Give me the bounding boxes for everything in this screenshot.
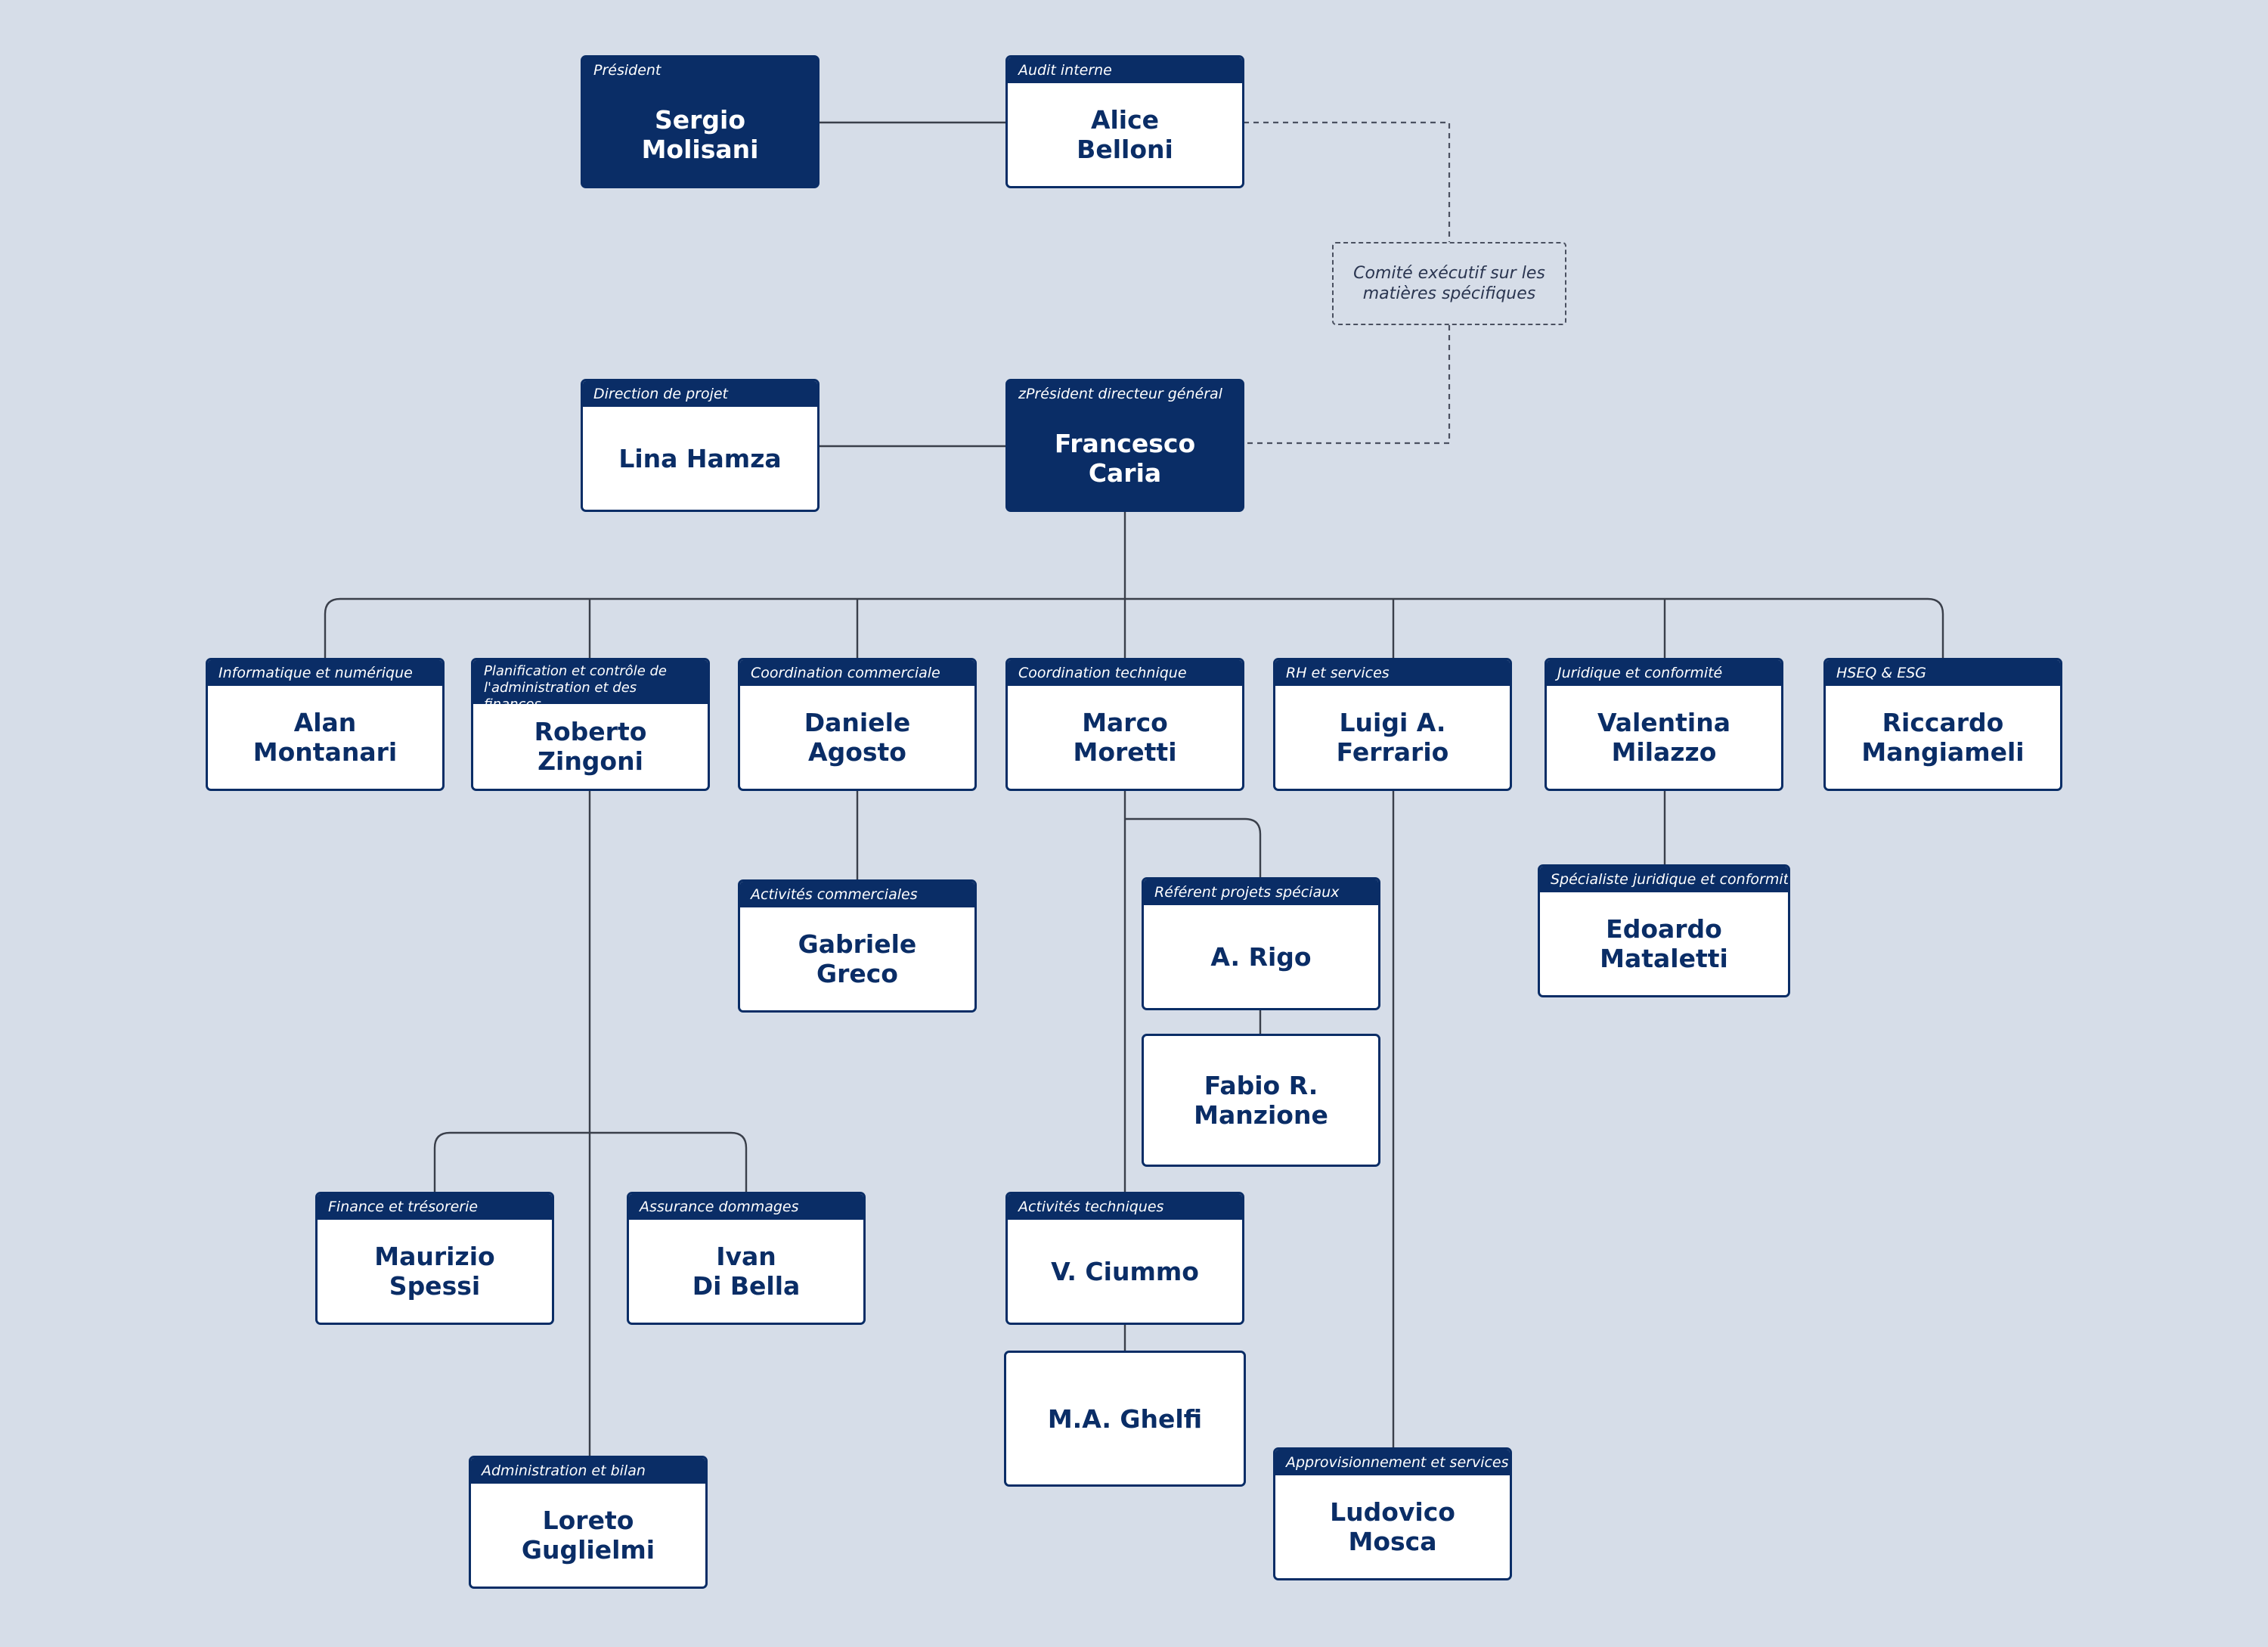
person-name: Roberto Zingoni	[534, 717, 647, 776]
card-coordination-commerciale[interactable]: Coordination commerciale Daniele Agosto	[738, 658, 977, 791]
role-label: HSEQ & ESG	[1826, 660, 2060, 686]
role-label: Planification et contrôle de l'administr…	[473, 660, 708, 712]
card-rh-services[interactable]: RH et services Luigi A. Ferrario	[1273, 658, 1512, 791]
person-name: Maurizio Spessi	[374, 1242, 495, 1301]
person-name: Fabio R. Manzione	[1194, 1071, 1328, 1130]
role-label: Informatique et numérique	[208, 660, 442, 686]
committee-ceo-link	[1244, 325, 1451, 445]
person-name: Luigi A. Ferrario	[1336, 708, 1449, 767]
card-audit-interne[interactable]: Audit interne Alice Belloni	[1005, 55, 1244, 188]
role-label: Référent projets spéciaux	[1144, 879, 1378, 905]
card-coordination-technique[interactable]: Coordination technique Marco Moretti	[1005, 658, 1244, 791]
person-name: Lina Hamza	[618, 443, 782, 473]
role-label: Activités techniques	[1008, 1194, 1242, 1220]
role-label: Finance et trésorerie	[318, 1194, 552, 1220]
role-label: Audit interne	[1008, 57, 1242, 83]
card-specialiste-juridique[interactable]: Spécialiste juridique et conformité Edoa…	[1538, 864, 1790, 997]
card-activites-commerciales[interactable]: Activités commerciales Gabriele Greco	[738, 879, 977, 1013]
card-ceo[interactable]: zPrésident directeur général Francesco C…	[1005, 379, 1244, 512]
role-label: Assurance dommages	[629, 1194, 863, 1220]
card-hseq-esg[interactable]: HSEQ & ESG Riccardo Mangiameli	[1823, 658, 2062, 791]
role-label: Direction de projet	[583, 381, 817, 407]
person-name: Valentina Milazzo	[1597, 708, 1731, 767]
card-approvisionnement[interactable]: Approvisionnement et services Ludovico M…	[1273, 1447, 1512, 1580]
role-label: Juridique et conformité	[1547, 660, 1781, 686]
role-label: zPrésident directeur général	[1008, 381, 1242, 407]
person-name: Alan Montanari	[253, 708, 398, 767]
card-juridique[interactable]: Juridique et conformité Valentina Milazz…	[1545, 658, 1783, 791]
card-projets-speciaux[interactable]: Référent projets spéciaux A. Rigo	[1142, 877, 1380, 1010]
person-name: Francesco Caria	[1054, 429, 1196, 488]
role-label: Activités commerciales	[740, 882, 974, 907]
role-label: Président	[583, 57, 817, 83]
card-finance-tresorerie[interactable]: Finance et trésorerie Maurizio Spessi	[315, 1192, 554, 1325]
role-label: Administration et bilan	[471, 1458, 705, 1484]
audit-committee-link	[1244, 121, 1451, 242]
card-manzione[interactable]: Fabio R. Manzione	[1142, 1034, 1380, 1167]
role-label: Coordination technique	[1008, 660, 1242, 686]
card-activites-techniques[interactable]: Activités techniques V. Ciummo	[1005, 1192, 1244, 1325]
person-name: Sergio Molisani	[641, 105, 759, 164]
projets-speciaux-link	[1125, 817, 1262, 879]
finance-bus	[433, 1131, 748, 1193]
person-name: M.A. Ghelfi	[1047, 1404, 1203, 1434]
level1-bus	[324, 597, 1944, 659]
role-label: RH et services	[1275, 660, 1510, 686]
card-informatique[interactable]: Informatique et numérique Alan Montanari	[206, 658, 445, 791]
person-name: Riccardo Mangiameli	[1861, 708, 2025, 767]
person-name: Marco Moretti	[1073, 708, 1177, 767]
card-ghelfi[interactable]: M.A. Ghelfi	[1004, 1351, 1246, 1487]
executive-committee-box: Comité exécutif sur les matières spécifi…	[1332, 242, 1566, 325]
card-administration-bilan[interactable]: Administration et bilan Loreto Guglielmi	[469, 1456, 708, 1589]
card-assurance-dommages[interactable]: Assurance dommages Ivan Di Bella	[627, 1192, 866, 1325]
role-label: Spécialiste juridique et conformité	[1540, 867, 1788, 892]
card-direction-projet[interactable]: Direction de projet Lina Hamza	[581, 379, 820, 512]
person-name: Alice Belloni	[1077, 105, 1173, 164]
card-president[interactable]: Président Sergio Molisani	[581, 55, 820, 188]
card-planification[interactable]: Planification et contrôle de l'administr…	[471, 658, 710, 791]
person-name: A. Rigo	[1210, 941, 1312, 972]
role-label: Coordination commerciale	[740, 660, 974, 686]
person-name: Ludovico Mosca	[1330, 1497, 1455, 1556]
person-name: Loreto Guglielmi	[521, 1506, 655, 1565]
person-name: Daniele Agosto	[804, 708, 911, 767]
person-name: Ivan Di Bella	[692, 1242, 801, 1301]
person-name: Gabriele Greco	[798, 929, 917, 988]
person-name: V. Ciummo	[1051, 1256, 1199, 1286]
role-label: Approvisionnement et services	[1275, 1450, 1510, 1475]
person-name: Edoardo Mataletti	[1600, 914, 1728, 973]
